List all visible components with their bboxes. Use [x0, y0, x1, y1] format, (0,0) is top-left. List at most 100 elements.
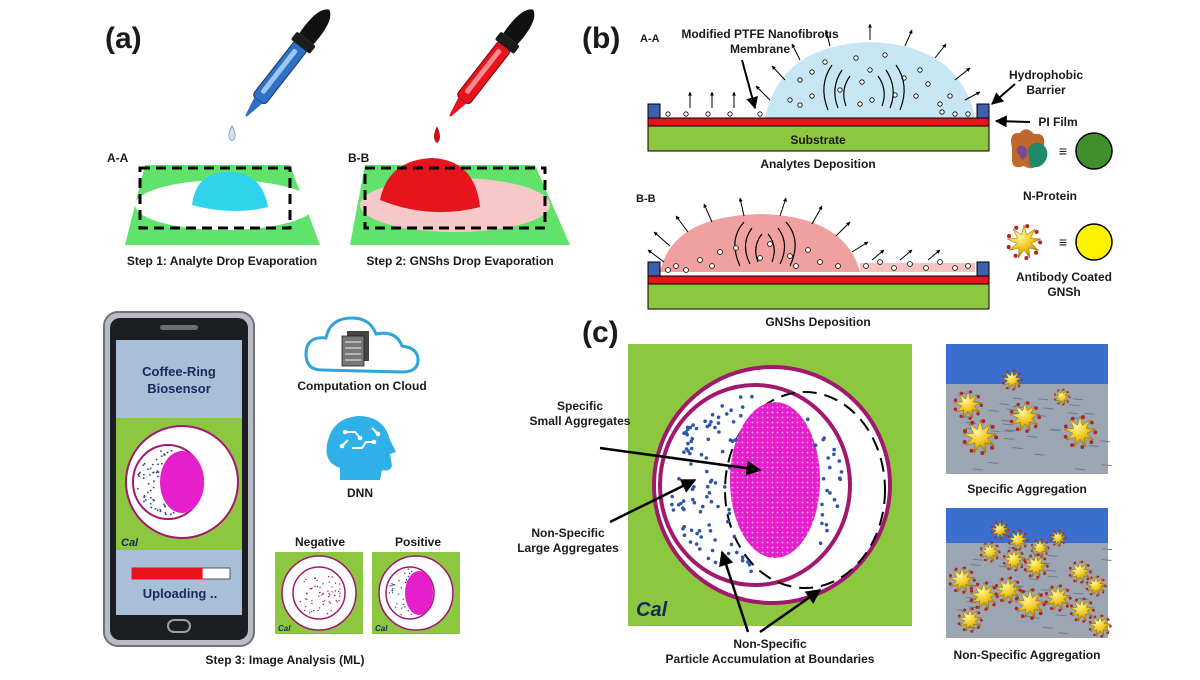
aggregate-dot [826, 456, 830, 460]
aggregate-dot [828, 465, 832, 470]
boundary-label-2: Particle Accumulation at Boundaries [666, 652, 875, 666]
negative-dot [318, 607, 321, 609]
phone-cal-logo: Cal [121, 537, 139, 549]
surface-streak [1101, 559, 1112, 561]
cloud-label: Computation on Cloud [297, 379, 426, 393]
pos-cal-logo: Cal [375, 624, 388, 633]
specific-nanostar [962, 419, 999, 456]
nonspecific-nanostar [1007, 529, 1029, 551]
analyte-drop [192, 172, 268, 212]
section-box-b [363, 166, 547, 230]
evaporation-arrow [934, 43, 947, 59]
n-protein-circle [1075, 132, 1113, 170]
analyte-particle [757, 111, 763, 117]
step3-label: Step 3: Image Analysis (ML) [206, 653, 365, 667]
aggregate-dot [137, 487, 139, 490]
aggregate-dot [747, 562, 752, 567]
evaporation-arrow [899, 249, 913, 261]
aggregate-dot [152, 498, 155, 501]
aggregate-dot [689, 446, 694, 451]
phone-magenta-region [160, 451, 204, 513]
aggregate-dot [821, 476, 826, 481]
negative-dot [336, 601, 338, 603]
negative-dot [312, 609, 315, 612]
negative-dot [326, 612, 329, 615]
surface-streak [1001, 419, 1012, 422]
surface-streak [1040, 589, 1051, 591]
aggregate-dot [398, 580, 400, 582]
nonspecific-agg-sky [946, 508, 1108, 543]
negative-dot [338, 600, 340, 602]
analyte-drop-section [765, 42, 975, 118]
aggregate-dot [403, 603, 405, 606]
nonspecific-nanostar [1088, 614, 1112, 638]
dnn-head-icon [326, 416, 396, 480]
smartphone: Coffee-Ring Biosensor Cal Uploading .. [103, 311, 255, 647]
negative-dot [304, 609, 306, 612]
specific-nanostar [953, 390, 983, 420]
barrier-label-2: Barrier [1026, 83, 1066, 97]
pi-film-label: PI Film [1038, 115, 1077, 129]
surface-streak [1073, 592, 1084, 595]
n-protein-label: N-Protein [1023, 189, 1077, 203]
negative-dot [328, 601, 330, 603]
gnsh-particle [733, 245, 739, 251]
nonspecific-nanostar [1030, 538, 1050, 558]
aggregate-dot [710, 548, 715, 553]
aggregate-dot [163, 503, 166, 506]
analyte-particle [882, 52, 888, 58]
step2-label: Step 2: GNShs Drop Evaporation [366, 254, 553, 268]
surface-streak [1084, 412, 1095, 415]
aggregate-dot [727, 507, 731, 512]
gnsh-particle [952, 265, 958, 271]
aggregate-dot [713, 425, 717, 430]
panel-c-letter: (c) [582, 316, 619, 349]
gnsh-particle [937, 259, 943, 265]
aggregate-dot [806, 417, 810, 422]
aggregate-dot [825, 528, 829, 533]
aggregate-dot [670, 502, 674, 507]
negative-dot [317, 609, 319, 612]
analyte-particle [867, 67, 873, 73]
panel-b-section-bb: B-B [636, 193, 656, 205]
aggregate-dot [147, 482, 150, 485]
step1-plate: A-A [107, 151, 320, 245]
surface-streak [1003, 430, 1014, 433]
aggregate-dot [699, 535, 703, 539]
surface-streak [1012, 397, 1023, 400]
negative-dot [327, 595, 330, 598]
evaporation-arrow [811, 205, 823, 225]
aggregate-dot [159, 509, 162, 511]
negative-dot [324, 600, 326, 602]
aggregate-dot [684, 430, 688, 434]
aggregate-dot [722, 485, 727, 489]
surface-streak [972, 468, 984, 471]
aggregate-dot [716, 421, 721, 425]
aggregate-dot [695, 531, 699, 536]
negative-dot [329, 594, 331, 596]
dashed-boundary [724, 391, 886, 589]
surface-streak [1004, 437, 1015, 440]
red-droplet-icon [434, 126, 440, 143]
negative-dot [338, 590, 340, 593]
barrier-right-b [976, 261, 990, 277]
server-stack-icon [341, 331, 369, 367]
aggregate-dot [708, 480, 713, 484]
negative-thumbnail: Cal [275, 552, 363, 634]
aggregate-dot [152, 463, 154, 466]
aggregate-dot [838, 477, 843, 482]
cloud-icon [304, 316, 420, 374]
aggregate-dot [408, 572, 411, 575]
specific-nanostar [1063, 415, 1098, 449]
surface-streak [966, 596, 977, 599]
legend-nanostar [1006, 224, 1043, 261]
surface-streak [1055, 614, 1066, 617]
aggregate-dot [404, 581, 407, 584]
antibody-label-1: Antibody Coated [1016, 270, 1112, 284]
negative-dot [334, 582, 337, 584]
coffee-ring-image: Cal [628, 344, 912, 626]
gnsh-drop [380, 158, 480, 213]
analytes-deposition-label: Analytes Deposition [760, 157, 875, 171]
analyte-particle [822, 59, 828, 65]
evaporation-arrow [835, 221, 851, 237]
